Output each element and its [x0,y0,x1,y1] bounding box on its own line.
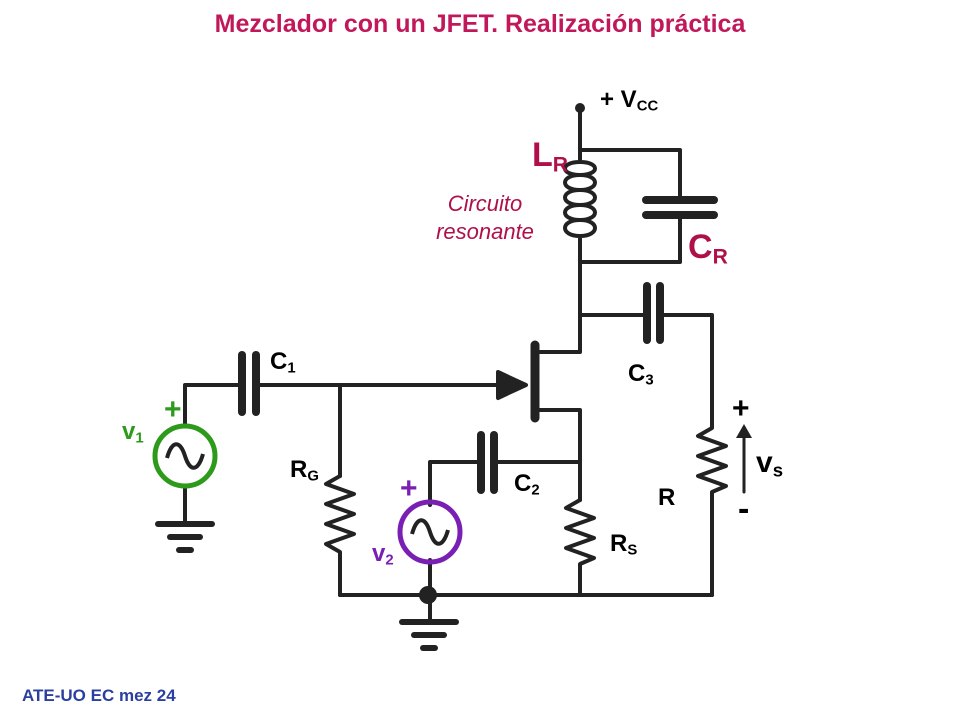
output-minus: - [738,490,750,528]
wire-source [538,408,582,502]
output-vs-label: vs [756,446,784,481]
source-v2-plus: + [400,472,418,505]
capacitor-c2-label: C2 [514,470,540,499]
source-v1-label: v1 [122,418,144,447]
source-v1-plus: + [164,393,182,426]
vcc-label: + VCC [600,86,659,115]
capacitor-c1-label: C1 [270,348,296,377]
resistor-rg-label: RG [290,456,319,485]
wire-vcc [578,106,682,264]
wire-c2-left [428,460,481,507]
wire-c3-right [660,313,714,414]
capacitor-c3-label: C3 [628,360,654,389]
resistor-rg [324,474,356,597]
source-v2-label: v2 [372,540,394,569]
footer-code: ATE-UO EC mez 24 [22,686,176,705]
resonant-circuit-note: Circuito resonante [436,191,534,244]
inductor-lr-label: LR [532,136,569,177]
resistor-r [696,410,728,597]
wire-c1-left [183,383,242,427]
capacitor-cr-label: CR [688,228,728,269]
resistor-rs-label: RS [610,530,638,559]
inductor-lr [563,148,597,264]
jfet-gate-arrow [496,370,528,400]
voltage-source-v2 [397,499,463,565]
output-plus: + [732,392,750,425]
page-title: Mezclador con un JFET. Realización práct… [214,10,746,38]
voltage-source-v1 [152,423,218,489]
wire-drain [538,260,582,354]
resistor-rs [564,498,596,597]
resistor-r-label: R [658,484,676,511]
vs-arrow-head [736,424,752,438]
